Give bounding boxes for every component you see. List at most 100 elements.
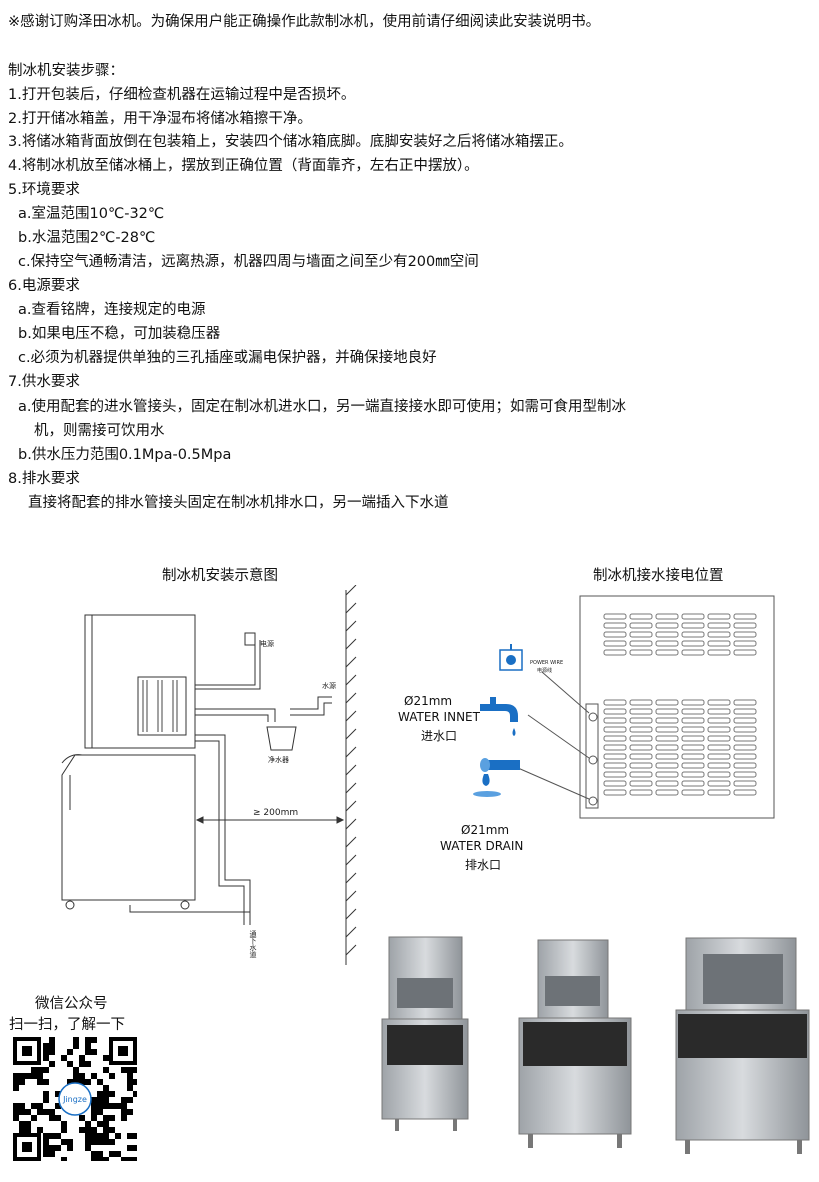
filter-label: 净水器 (268, 755, 289, 764)
qr-module (103, 1133, 109, 1139)
vent-slot (681, 771, 705, 778)
step-5: 5.环境要求 (8, 182, 80, 198)
step-6c: c.必须为机器提供单独的三孔插座或漏电保护器，并确保接地良好 (18, 350, 437, 366)
vent-slot (629, 762, 653, 769)
qr-module (109, 1115, 115, 1121)
qr-module (85, 1061, 91, 1067)
qr-module (127, 1157, 133, 1161)
qr-module (73, 1067, 79, 1073)
vent-slot (655, 699, 679, 706)
qr-module (85, 1121, 91, 1127)
right-diagram-title: 制冰机接水接电位置 (593, 568, 724, 584)
step-7a: a.使用配套的进水管接头，固定在制冰机进水口，另一端直接接水即可使用；如需可食用… (18, 399, 626, 415)
qr-module (103, 1097, 109, 1103)
qr-module (43, 1091, 49, 1097)
vent-slot (629, 744, 653, 751)
qr-module (85, 1049, 91, 1055)
vent-slot (707, 699, 731, 706)
vent-slot (733, 708, 757, 715)
installation-diagram: 电源 水源 净水器 ≥ 200mm 通下水道 (61, 585, 357, 965)
vent-slot (655, 753, 679, 760)
vent-slot (655, 631, 679, 638)
qr-module (61, 1121, 67, 1127)
qr-module (109, 1091, 115, 1097)
qr-module (91, 1151, 97, 1157)
qr-module (133, 1067, 137, 1073)
vent-slot (707, 753, 731, 760)
qr-module (55, 1115, 61, 1121)
vent-slot (655, 708, 679, 715)
vent-slot (655, 622, 679, 629)
qr-module (91, 1127, 97, 1133)
vent-slot (603, 726, 627, 733)
qr-logo-text: Jingze (62, 1095, 87, 1104)
steps-title: 制冰机安装步骤： (8, 63, 124, 79)
qr-module (61, 1127, 67, 1133)
qr-module (49, 1109, 55, 1115)
qr-module (37, 1109, 43, 1115)
qr-module (19, 1121, 25, 1127)
qr-module (73, 1037, 79, 1043)
qr-code[interactable]: Jingze (13, 1037, 137, 1161)
qr-module (97, 1103, 103, 1109)
qr-module (43, 1067, 49, 1073)
vent-slot (603, 613, 627, 620)
inlet-en: WATER INNET (398, 710, 480, 724)
qr-module (55, 1133, 61, 1139)
vent-slot (629, 726, 653, 733)
qr-module (109, 1103, 115, 1109)
qr-module (73, 1079, 79, 1085)
step-7: 7.供水要求 (8, 374, 80, 390)
qr-module (67, 1139, 73, 1145)
vent-slot (707, 744, 731, 751)
qr-module (133, 1079, 137, 1085)
qr-module (61, 1157, 67, 1161)
qr-module (49, 1133, 55, 1139)
qr-module (91, 1073, 97, 1079)
qr-module (43, 1049, 49, 1055)
water-source-label: 水源 (322, 681, 336, 690)
vent-slot (655, 780, 679, 787)
vent-slot (733, 753, 757, 760)
vent-slot (707, 622, 731, 629)
vent-slot (681, 631, 705, 638)
vent-slot (681, 699, 705, 706)
qr-caption-2: 扫一扫，了解一下 (9, 1017, 125, 1033)
qr-module (85, 1145, 91, 1151)
qr-module (103, 1085, 109, 1091)
step-5b: b.水温范围2℃-28℃ (18, 230, 156, 246)
inlet-cn: 进水口 (421, 729, 458, 743)
vent-slot (655, 735, 679, 742)
qr-module (19, 1073, 25, 1079)
power-outlet-icon (499, 644, 523, 671)
vent-slot (655, 717, 679, 724)
vent-slot (603, 699, 627, 706)
qr-module (79, 1061, 85, 1067)
vent-slot (681, 762, 705, 769)
qr-module (103, 1127, 109, 1133)
power-wire-cn: 电源线 (537, 667, 552, 674)
qr-module (103, 1139, 109, 1145)
vent-slot (733, 631, 757, 638)
vent-slot (629, 708, 653, 715)
drain-en: WATER DRAIN (440, 839, 524, 853)
qr-module (73, 1073, 79, 1079)
qr-module (85, 1139, 91, 1145)
qr-module (43, 1055, 49, 1061)
vent-slot (733, 717, 757, 724)
qr-module (109, 1139, 115, 1145)
vent-slot (603, 780, 627, 787)
vent-slot (733, 771, 757, 778)
vent-slot (655, 726, 679, 733)
drain-cn: 排水口 (465, 858, 502, 872)
vent-slot (707, 649, 731, 656)
qr-module (31, 1073, 37, 1079)
vent-slot (603, 708, 627, 715)
product-photo-large (675, 937, 810, 1154)
vent-slot (681, 649, 705, 656)
vent-slot (681, 726, 705, 733)
vent-slot (733, 789, 757, 796)
qr-module (103, 1121, 109, 1127)
vent-slot (603, 753, 627, 760)
vent-slot (733, 744, 757, 751)
